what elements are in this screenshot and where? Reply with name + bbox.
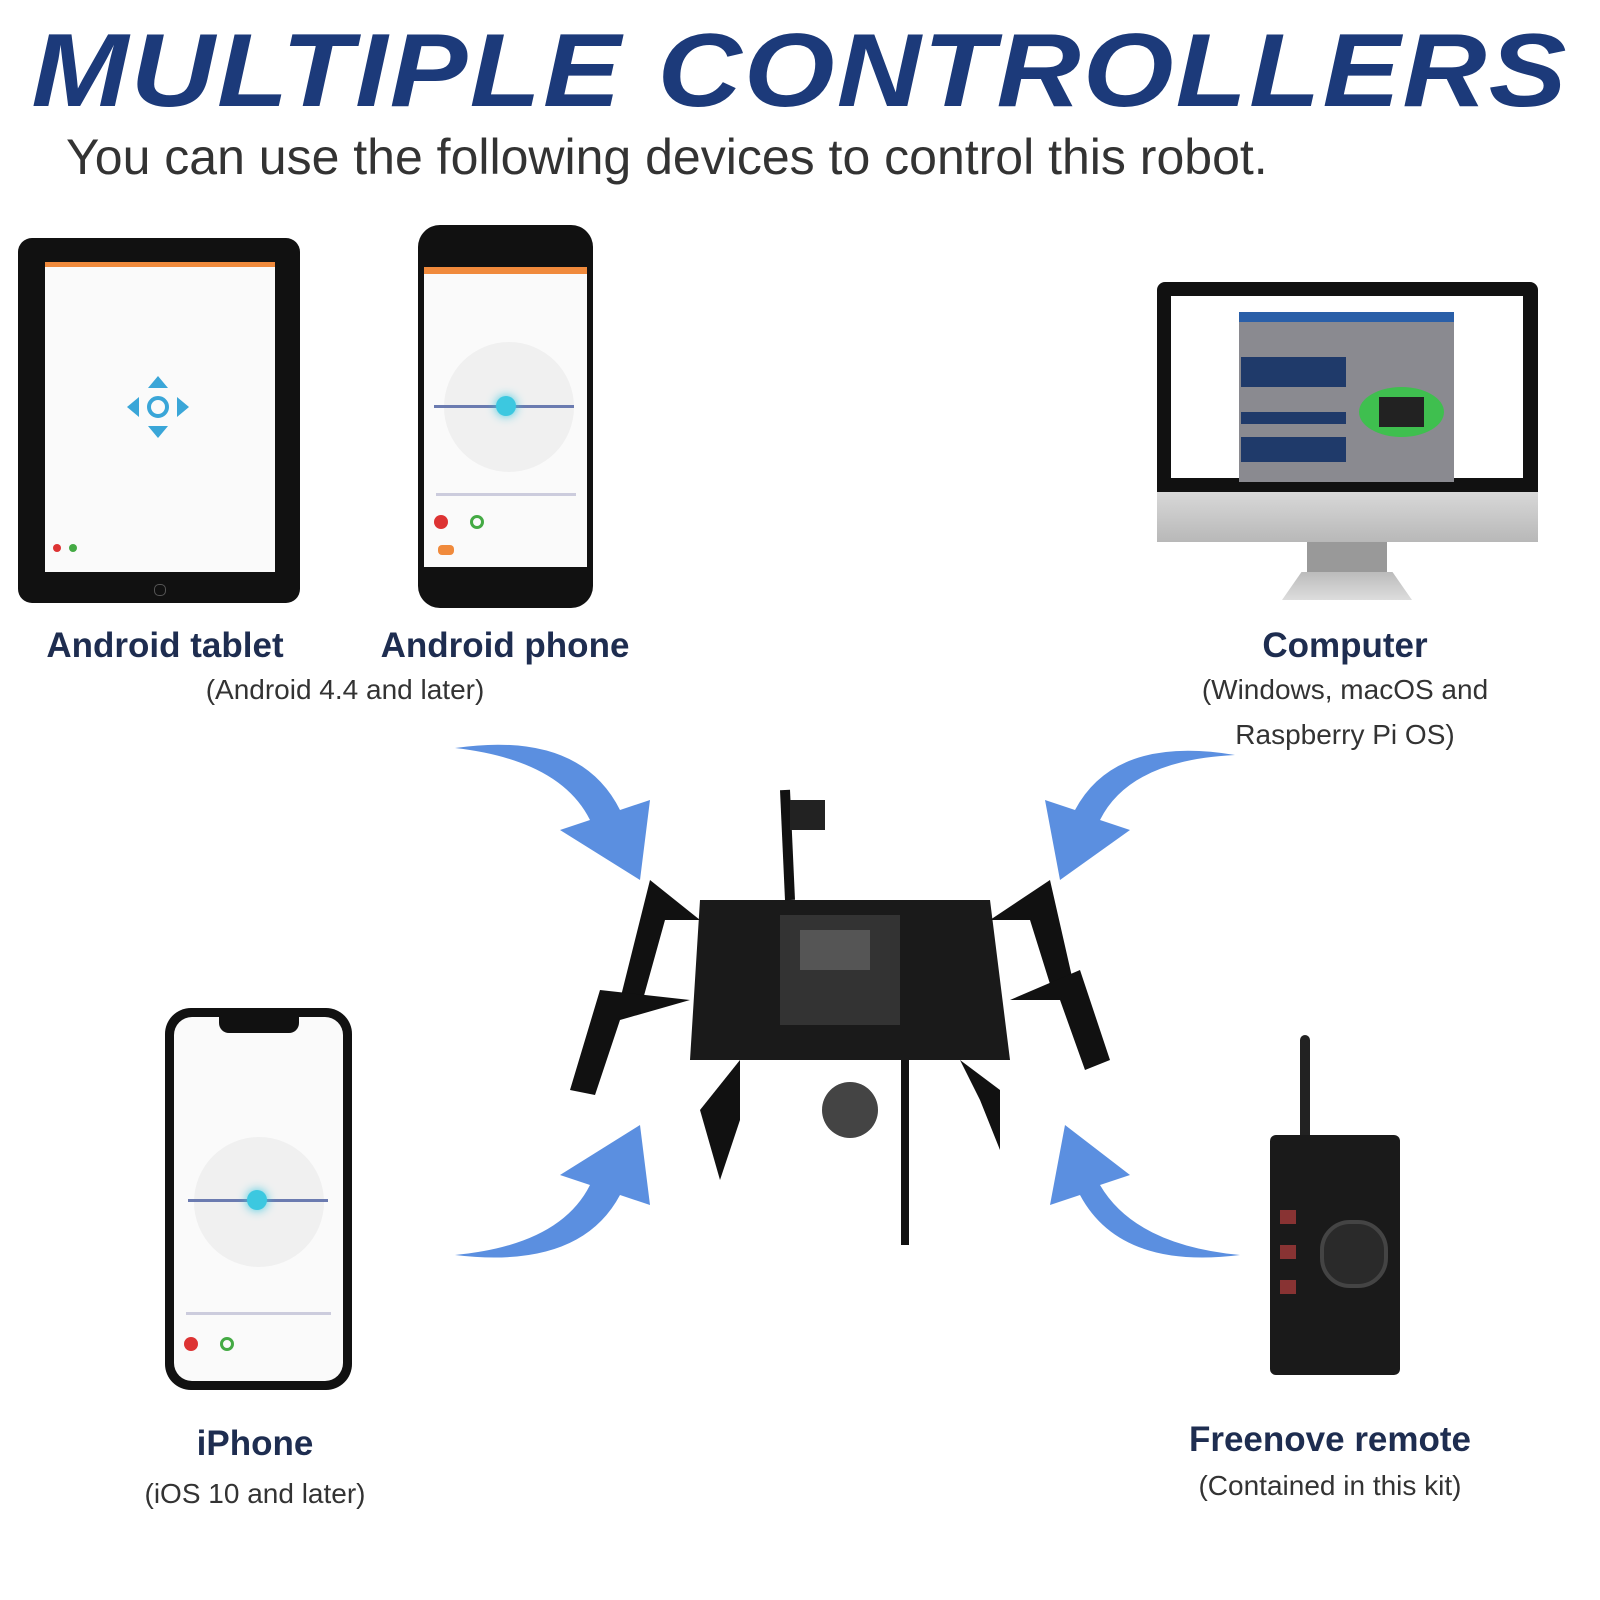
android-phone-label: Android phone (380, 626, 630, 665)
iphone-label: iPhone (196, 1424, 314, 1463)
android-tablet-image (18, 238, 300, 603)
joystick-icon (247, 1190, 267, 1210)
dpad-icon (127, 376, 189, 438)
remote-label: Freenove remote (1188, 1420, 1472, 1459)
android-phone-image (418, 225, 593, 608)
curved-arrow-icon (455, 744, 650, 880)
android-note: (Android 4.4 and later) (205, 674, 485, 705)
computer-label: Computer (1262, 626, 1428, 665)
freenove-remote-image (1255, 1035, 1405, 1375)
iphone-screen (174, 1017, 343, 1381)
android-tablet-label: Android tablet (46, 626, 284, 665)
robot-hexapod-image (570, 789, 1110, 1245)
curved-arrow-icon (1050, 1125, 1240, 1258)
tablet-screen (45, 262, 275, 572)
remote-note: (Contained in this kit) (1198, 1470, 1462, 1501)
page-title: MULTIPLE CONTROLLERS (31, 13, 1569, 129)
subtitle: You can use the following devices to con… (66, 129, 1268, 185)
iphone-note: (iOS 10 and later) (144, 1478, 366, 1509)
computer-app-screenshot (1239, 312, 1454, 482)
curved-arrow-icon (455, 1125, 650, 1258)
iphone-image (165, 1008, 352, 1390)
computer-note-line1: (Windows, macOS and (1201, 674, 1489, 705)
joystick-icon (496, 396, 516, 416)
computer-image (1157, 282, 1538, 602)
computer-note-line2: Raspberry Pi OS) (1235, 719, 1455, 750)
phone-screen (424, 267, 587, 567)
curved-arrow-icon (1045, 750, 1235, 880)
